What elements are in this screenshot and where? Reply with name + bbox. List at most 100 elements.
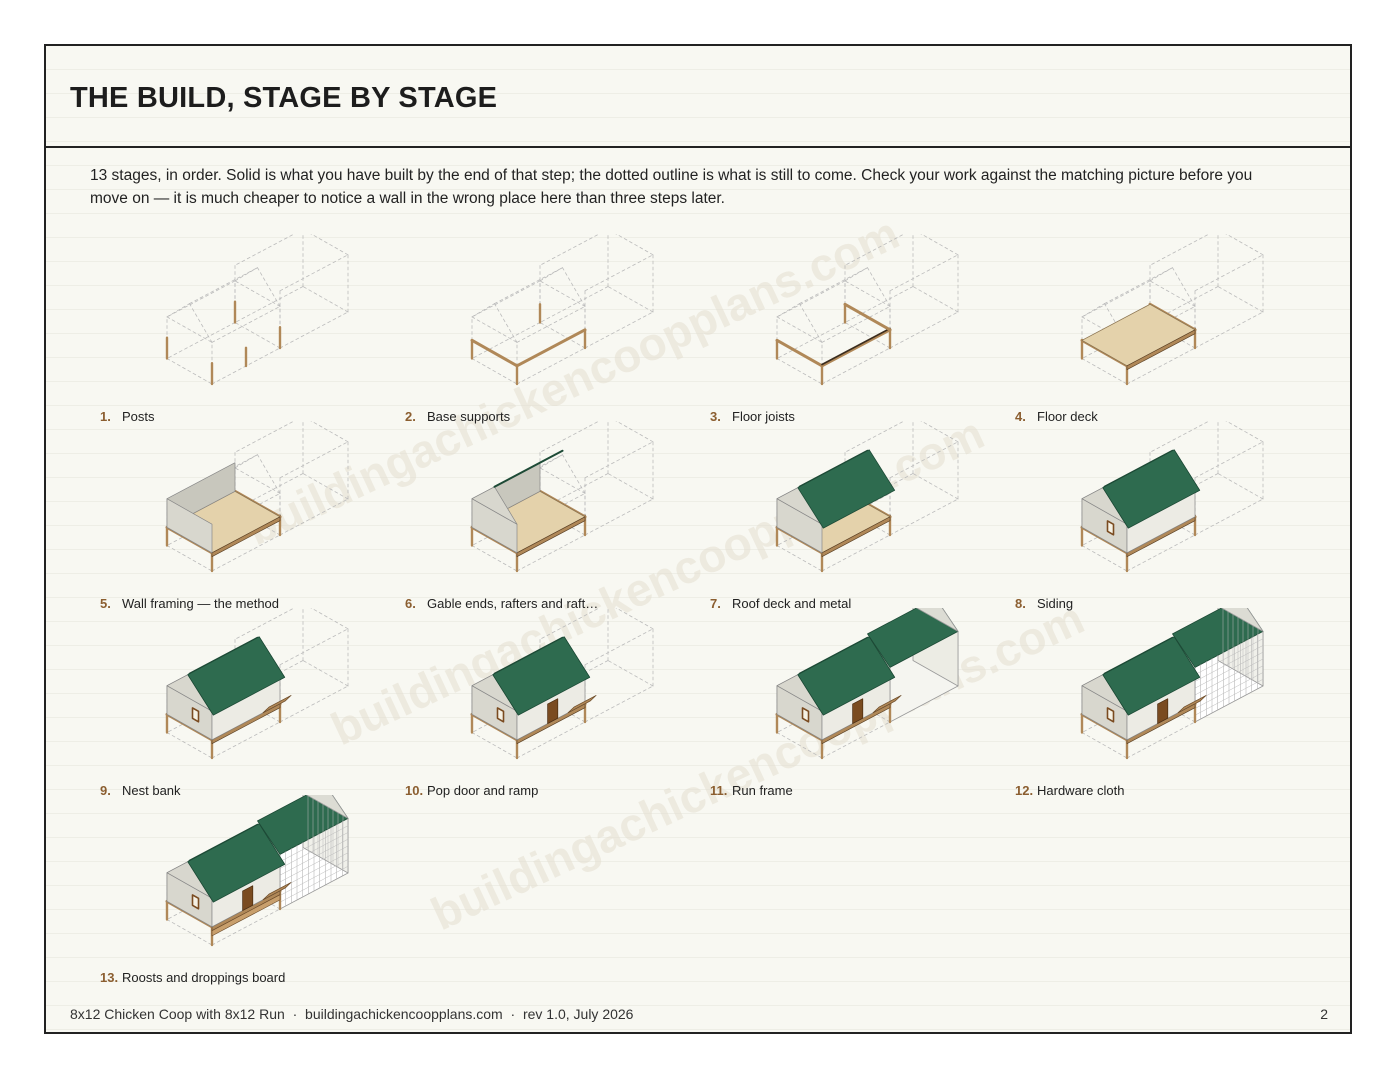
outline-edge [584,441,654,479]
outline-edge [166,322,236,359]
outline-edge [1149,286,1219,323]
mesh-line [1194,678,1264,716]
outline-edge [920,421,959,443]
outline-edge [234,322,281,349]
outline-edge [494,303,518,343]
outline-edge [584,311,654,349]
outline-edge [310,608,349,630]
plan-sheet: THE BUILD, STAGE BY STAGE 13 stages, in … [44,44,1352,1034]
vent-window [801,707,810,723]
mesh-line [279,845,349,883]
outline-edge [889,254,959,292]
stage-caption: 5.Wall framing — the method [100,596,380,611]
mesh-line [1194,638,1264,675]
future-work-outline [1081,234,1264,385]
outline-edge [1149,234,1210,266]
stage-number: 3. [710,409,721,424]
outline-edge [844,280,891,307]
floor-deck [1081,303,1196,367]
stage-label: Gable ends, rafters and raft… [427,596,599,611]
stage-caption: 1.Posts [100,409,380,424]
page-number: 2 [1320,1006,1328,1022]
run-frame [867,608,959,723]
outline-edge [584,628,654,666]
outline-edge [607,286,654,313]
stage-caption: 11. Run frame [710,783,990,798]
outline-edge [166,545,213,572]
mesh-line [279,852,349,889]
outline-edge [257,454,281,494]
outline-edge [844,322,891,349]
stage-illustration [775,421,959,573]
floor-joist [821,327,891,366]
stage-label: Pop door and ramp [427,783,539,798]
outline-edge [211,306,281,343]
stage-tile: 13.Roosts and droppings board [90,795,390,985]
stage-caption: 4.Floor deck [1015,409,1295,424]
outline-edge [844,234,905,266]
base-beam [470,338,519,368]
outline-edge [234,473,304,510]
base-beam [775,338,824,368]
footer-separator: · [288,1006,302,1022]
mesh-line [279,825,349,862]
roof-panel [187,636,286,716]
footer-separator: · [506,1006,520,1022]
outline-edge [539,421,600,453]
outline-edge [310,234,349,256]
pop-door [852,698,864,724]
outline-edge [516,306,586,343]
nest-bank [262,695,292,714]
stage-label: Hardware cloth [1037,783,1125,798]
mesh-line [279,859,349,896]
stage-caption: 12.Hardware cloth [1015,783,1295,798]
outline-edge [1149,421,1210,453]
outline-edge [539,322,586,349]
outline-edge [539,286,609,323]
outline-edge [844,267,868,282]
footer-product: 8x12 Chicken Coop with 8x12 Run [70,1006,285,1022]
stage-label: Roosts and droppings board [122,970,286,985]
roof-panel [187,823,286,903]
stage-number: 11. [710,783,728,798]
outline-edge [471,303,495,318]
roof-panel [797,636,896,716]
run-frame [257,795,349,910]
outline-edge [1081,545,1128,572]
page-header: THE BUILD, STAGE BY STAGE [46,46,1350,148]
outline-edge [776,280,846,318]
mesh-line [1194,651,1264,689]
stage-label: Nest bank [122,783,181,798]
stage-caption: 13.Roosts and droppings board [100,970,380,985]
outline-edge [776,322,846,359]
roof-panel [492,636,591,716]
outline-edge [234,454,258,469]
stage-number: 4. [1015,409,1026,424]
mesh-line [279,838,349,876]
outline-edge [166,316,213,343]
coop-drawing [775,421,959,573]
outline-edge [302,660,349,687]
outline-edge [302,473,349,500]
outline-edge [539,280,586,307]
outline-edge [799,303,823,343]
outline-edge [615,234,654,256]
stage-tile: 4.Floor deck [1005,234,1305,424]
stage-tile: 9.Nest bank [90,608,390,798]
stage-tile: 2.Base supports [395,234,695,424]
mesh-line [1194,645,1264,682]
stage-number: 13. [100,970,119,985]
end-wall [166,498,213,554]
outline-edge [516,534,586,572]
stage-caption: 2.Base supports [405,409,685,424]
stage-caption: 10.Pop door and ramp [405,783,685,798]
stage-label: Run frame [732,783,793,798]
stage-number: 2. [405,409,416,424]
outline-edge [562,454,586,494]
roof-panel [1102,636,1201,716]
stage-label: Siding [1037,596,1074,611]
mesh-line [1194,658,1264,696]
ridge-rafter [493,449,564,488]
mesh-line [279,865,349,903]
coop-drawing [470,421,654,573]
